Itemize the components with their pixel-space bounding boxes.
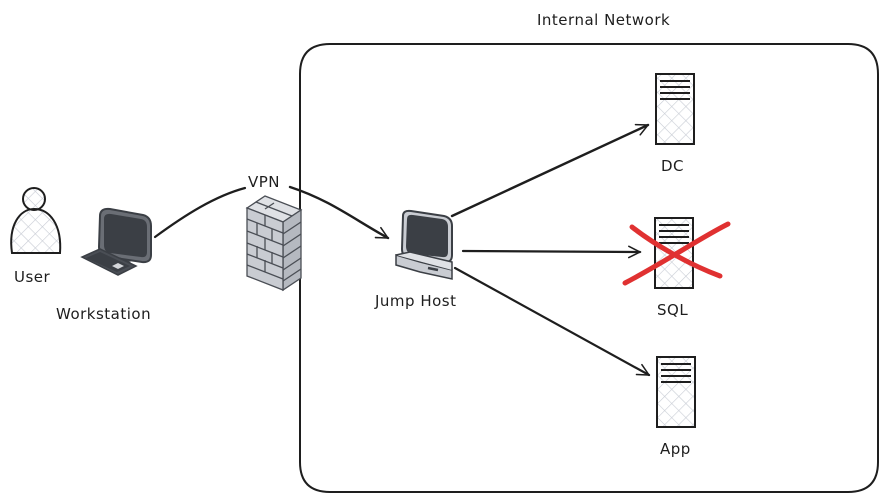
- app-label: App: [660, 440, 691, 458]
- firewall-icon: [245, 195, 303, 292]
- internal-network-boundary: [299, 43, 879, 493]
- workstation-label: Workstation: [56, 305, 152, 323]
- internal-network-label: Internal Network: [537, 11, 671, 29]
- vpn-label: VPN: [248, 173, 281, 191]
- sql-server-icon: [654, 217, 694, 289]
- vpn-arrow: [288, 185, 388, 240]
- person-icon: [10, 187, 62, 254]
- blocked-x-icon: [622, 221, 731, 286]
- computer-monitor-icon: [395, 209, 453, 280]
- desktop-computer-icon: [80, 207, 152, 276]
- arrow-to-app: [453, 266, 649, 377]
- app-server-icon: [656, 356, 696, 428]
- arrow-to-dc: [450, 123, 648, 218]
- dc-server-icon: [655, 73, 695, 145]
- vpn-connection-line: [153, 186, 247, 239]
- sql-label: SQL: [657, 301, 689, 319]
- dc-label: DC: [661, 157, 685, 175]
- jump-host-label: Jump Host: [375, 292, 457, 310]
- user-label: User: [14, 268, 51, 286]
- arrow-to-sql: [461, 251, 640, 252]
